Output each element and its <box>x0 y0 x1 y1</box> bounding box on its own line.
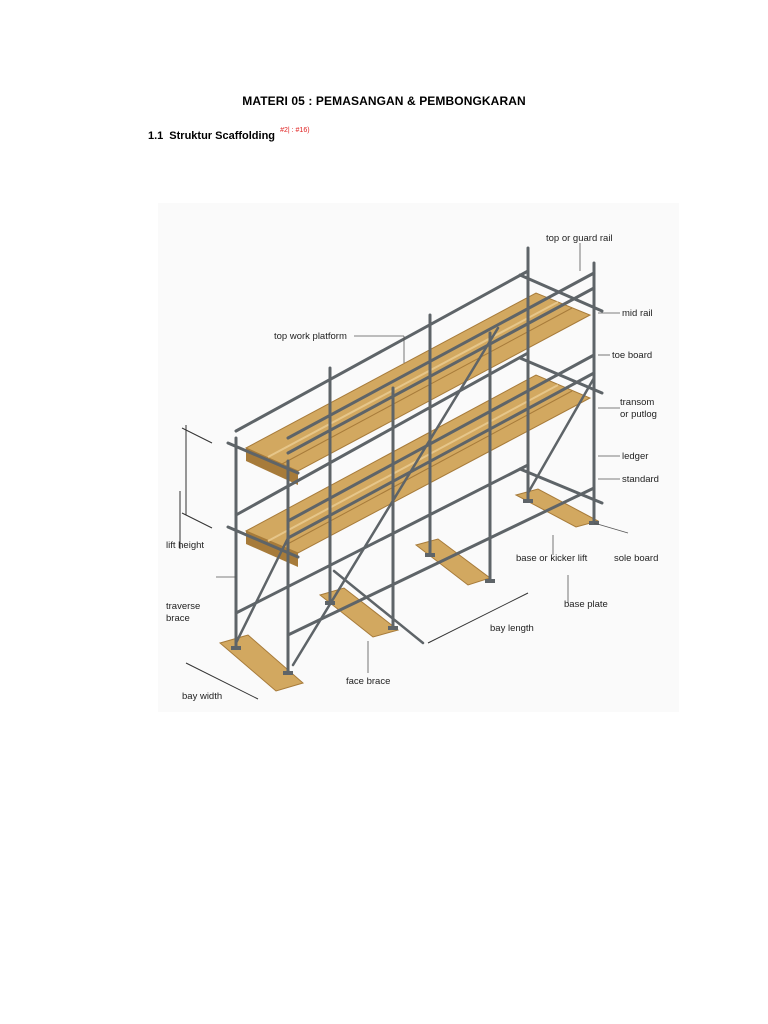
section-number: 1.1 <box>148 130 164 142</box>
label-top-work-platform: top work platform <box>274 331 347 342</box>
section-reference: #2| : #16) <box>280 127 310 134</box>
label-lift-height: lift height <box>166 540 204 551</box>
dimension-lines <box>179 425 529 700</box>
scaffolding-illustration: top or guard rail mid rail top work plat… <box>166 233 659 702</box>
label-base-plate: base plate <box>564 599 608 610</box>
label-brace: brace <box>166 613 190 624</box>
label-toe-board: toe board <box>612 350 652 361</box>
label-face-brace: face brace <box>346 676 390 687</box>
page-title: MATERI 05 : PEMASANGAN & PEMBONGKARAN <box>242 94 526 108</box>
leader-lines <box>216 243 629 673</box>
scaffolding-figure: top or guard rail mid rail top work plat… <box>158 203 679 712</box>
label-traverse: traverse <box>166 601 200 612</box>
section-title: Struktur Scaffolding <box>169 130 276 142</box>
label-ledger: ledger <box>622 451 648 462</box>
label-standard: standard <box>622 474 659 485</box>
label-or-putlog: or putlog <box>620 409 657 420</box>
section-heading: 1.1 Struktur Scaffolding #2| : #16) <box>148 127 310 142</box>
label-base-or-kicker-lift: base or kicker lift <box>516 553 588 564</box>
label-bay-length: bay length <box>490 623 534 634</box>
scaffold-tubes <box>226 246 604 675</box>
label-transom: transom <box>620 397 654 408</box>
label-mid-rail: mid rail <box>622 308 653 319</box>
label-top-or-guard-rail: top or guard rail <box>546 233 613 244</box>
label-sole-board: sole board <box>614 553 658 564</box>
label-bay-width: bay width <box>182 691 222 702</box>
